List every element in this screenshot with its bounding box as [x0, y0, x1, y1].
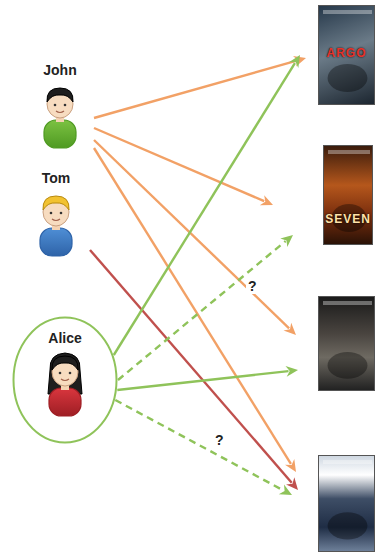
- edge-label: ?: [246, 278, 259, 294]
- hair-shape: [43, 196, 69, 210]
- arrowhead: [280, 235, 293, 247]
- poster-shade: [328, 64, 368, 92]
- poster-art: [324, 146, 373, 245]
- poster-art: [319, 456, 375, 552]
- connector-line: [94, 140, 289, 328]
- user-node: John: [30, 62, 90, 152]
- rating-arrow: [94, 140, 296, 335]
- rating-arrow: [114, 55, 300, 355]
- poster-credit-bar: [323, 301, 372, 305]
- user-node-highlighted: Alice: [12, 316, 118, 444]
- body-shape: [49, 388, 81, 416]
- user-node: Tom: [26, 170, 86, 262]
- eye-dot: [64, 104, 67, 107]
- arrowhead: [286, 477, 298, 490]
- edge-label: ?: [213, 432, 226, 448]
- hair-shape: [52, 356, 78, 370]
- hair-shape: [47, 88, 73, 102]
- eye-dot: [60, 212, 63, 215]
- poster-shade: [328, 352, 368, 379]
- dashed-arrow: [115, 400, 292, 495]
- arrowhead: [285, 459, 296, 472]
- user-name: Tom: [26, 170, 86, 186]
- poster-art: [319, 297, 375, 391]
- arrowhead: [284, 323, 297, 335]
- body-shape: [44, 120, 76, 148]
- movie-poster: [318, 455, 375, 552]
- rating-arrow: [117, 366, 298, 390]
- arrowhead: [289, 55, 300, 68]
- rating-arrow: [94, 148, 296, 472]
- mouth-line: [61, 379, 69, 381]
- eye-dot: [69, 372, 72, 375]
- body-shape: [40, 228, 72, 256]
- connector-line: [118, 241, 286, 380]
- connector-line: [114, 63, 295, 355]
- connector-line: [94, 148, 291, 464]
- eye-dot: [54, 104, 57, 107]
- poster-credit-bar: [323, 10, 372, 14]
- poster-title: ARGO: [319, 46, 374, 60]
- arrowhead: [260, 195, 273, 205]
- poster-title: SEVEN: [324, 212, 372, 226]
- person-icon: [38, 82, 82, 150]
- rating-arrow: [90, 250, 298, 490]
- connector-line: [117, 371, 288, 390]
- connector-line: [90, 250, 292, 483]
- connector-line: [115, 400, 283, 491]
- eye-dot: [59, 372, 62, 375]
- hair-shape: [48, 353, 82, 394]
- eye-dot: [50, 212, 53, 215]
- user-name: John: [30, 62, 90, 78]
- arrowhead: [286, 366, 299, 377]
- mouth-line: [56, 111, 64, 113]
- movie-poster: [318, 296, 375, 391]
- person-icon: [34, 190, 78, 258]
- rating-arrow: [94, 56, 306, 118]
- user-name: Alice: [12, 330, 118, 346]
- movie-poster: SEVEN: [323, 145, 373, 245]
- poster-credit-bar: [328, 150, 370, 154]
- poster-credit-bar: [323, 460, 372, 464]
- mouth-line: [52, 219, 60, 221]
- person-icon: [43, 350, 87, 418]
- movie-poster: ARGO: [318, 5, 375, 105]
- arrowhead: [279, 485, 292, 496]
- poster-shade: [328, 512, 368, 539]
- dashed-arrow: [118, 235, 293, 380]
